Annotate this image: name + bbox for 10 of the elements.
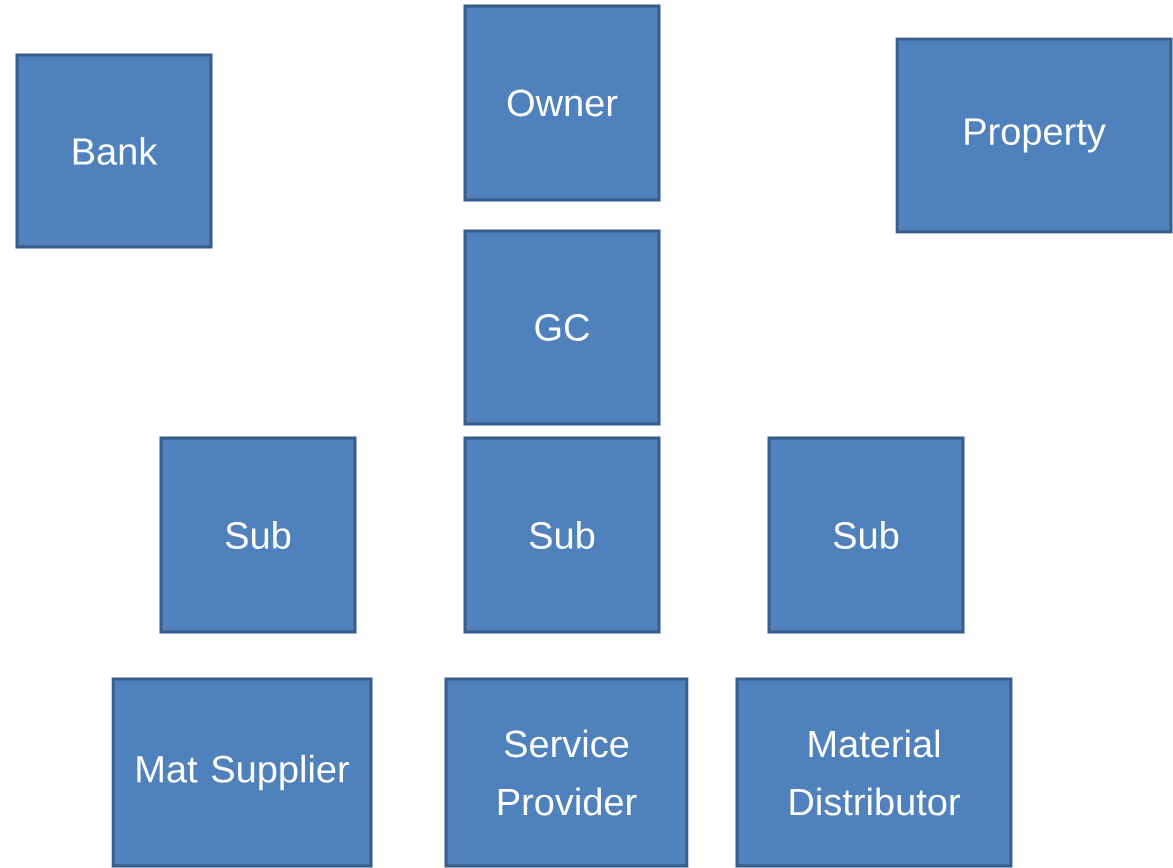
process-box: Service Provider (444, 677, 689, 868)
process-box: Property (895, 37, 1173, 234)
process-box: Mat Supplier (111, 677, 373, 868)
process-box: Sub (767, 436, 965, 634)
process-box: GC (463, 229, 661, 426)
process-box: Material Distributor (735, 677, 1013, 868)
process-box: Bank (15, 53, 213, 249)
process-box: Owner (463, 4, 661, 202)
process-box: Sub (159, 436, 357, 634)
process-box: Sub (463, 436, 661, 634)
